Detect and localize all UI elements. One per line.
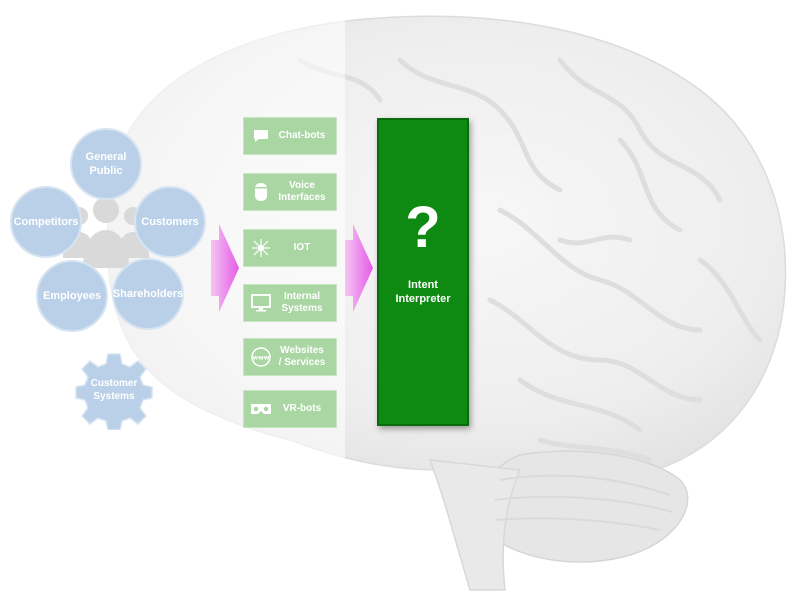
channel-chat-bots: Chat-bots xyxy=(243,117,337,155)
intent-interpreter-label: Intent Interpreter xyxy=(395,279,451,305)
channel-label: Internal Systems xyxy=(281,291,323,314)
channel-iot: IOT xyxy=(243,229,337,267)
customer-systems-label: Customer Systems xyxy=(90,378,138,402)
question-mark-icon: ? xyxy=(405,195,441,260)
monitor-icon xyxy=(250,292,272,314)
channel-internal-systems: Internal Systems xyxy=(243,284,337,322)
channel-label: Voice Interfaces xyxy=(278,180,326,203)
network-hub-icon xyxy=(250,237,272,259)
arrow-right-icon xyxy=(211,224,239,312)
svg-text:www: www xyxy=(253,355,270,362)
stakeholder-competitors: Competitors xyxy=(10,186,82,258)
channel-vr-bots: VR-bots xyxy=(243,390,337,428)
channel-label: VR-bots xyxy=(282,403,322,414)
www-globe-icon: www xyxy=(250,346,272,368)
arrow-right-icon xyxy=(345,224,373,312)
channel-websites-services: www Websites / Services xyxy=(243,338,337,376)
stakeholder-customers: Customers xyxy=(134,186,206,258)
channel-label: Websites / Services xyxy=(278,345,326,368)
intent-interpreter-box: ? Intent Interpreter xyxy=(377,118,469,426)
people-group-icon xyxy=(63,197,149,268)
channel-voice-interfaces: Voice Interfaces xyxy=(243,173,337,211)
smart-speaker-icon xyxy=(250,181,272,203)
chat-bubble-icon xyxy=(250,125,272,147)
stakeholder-general-public: General Public xyxy=(70,128,142,200)
channel-label: IOT xyxy=(293,242,311,253)
channel-label: Chat-bots xyxy=(278,130,326,141)
customer-systems-gear: Customer Systems xyxy=(74,350,154,431)
stakeholder-shareholders: Shareholders xyxy=(112,258,184,330)
vr-headset-icon xyxy=(250,398,272,420)
stakeholder-employees: Employees xyxy=(36,260,108,332)
